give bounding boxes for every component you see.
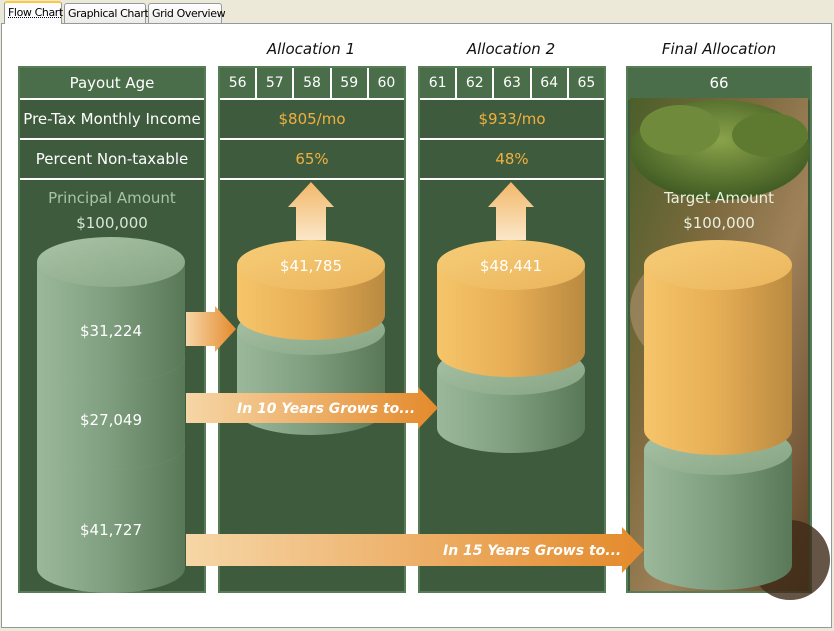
tab-graphical-chart[interactable]: Graphical Chart [64,3,149,24]
tab-flow-chart[interactable]: Flow Chart [4,1,63,24]
fifteen-years-arrow: In 15 Years Grows to... [186,527,644,573]
ten-years-arrow-label: In 10 Years Grows to... [237,401,415,417]
principal-segment-1-value: $31,224 [80,322,142,340]
pretax-income-label: Pre-Tax Monthly Income [20,100,204,140]
target-amount-value: $100,000 [683,214,755,232]
allocation2-cylinder-value: $48,441 [480,257,542,275]
principal-amount-title: Principal Amount [48,189,176,207]
allocation1-cylinder-value: $41,785 [280,257,342,275]
principal-segment-1 [37,237,185,382]
age-cell: 63 [494,68,532,98]
allocation1-income: $805/mo [220,100,404,140]
age-cell: 64 [532,68,569,98]
tab-graphical-chart-label: Graphical Chart [68,7,149,20]
age-cell: 65 [577,75,596,91]
age-cell: 58 [294,68,332,98]
allocation2-ages: 61 62 63 64 65 [420,68,604,100]
tab-strip: Flow Chart Graphical Chart Grid Overview [0,0,834,24]
allocation2-title: Allocation 2 [466,40,556,58]
allocation2-income: $933/mo [420,100,604,140]
allocation2-percent: 48% [420,140,604,180]
tab-grid-overview-label: Grid Overview [152,7,226,20]
age-cell: 62 [457,68,495,98]
target-amount-title: Target Amount [663,189,774,207]
final-cylinder [644,240,792,590]
age-cell: 59 [332,68,369,98]
final-allocation-title: Final Allocation [661,40,777,58]
age-cell: 61 [420,68,458,98]
payout-age-label: Payout Age [20,68,204,100]
short-right-arrow-icon [186,306,236,352]
percent-nontaxable-label: Percent Non-taxable [20,140,204,180]
fifteen-years-arrow-label: In 15 Years Grows to... [443,543,621,559]
allocation1-ages: 56 57 58 59 60 [220,68,404,100]
allocation2-cylinder [437,240,585,453]
principal-segment-3-value: $41,727 [80,521,142,539]
tab-flow-chart-label: Flow Chart [8,6,63,19]
principal-amount-value: $100,000 [76,214,148,232]
allocation1-up-arrow-icon [288,182,334,240]
allocation2-up-arrow-icon [488,182,534,240]
allocation1-title: Allocation 1 [266,40,356,58]
allocation1-percent: 65% [220,140,404,180]
principal-segment-2-value: $27,049 [80,411,142,429]
age-cell: 56 [220,68,258,98]
ten-years-arrow: In 10 Years Grows to... [186,387,438,429]
age-cell: 60 [377,75,396,91]
tab-grid-overview[interactable]: Grid Overview [148,3,226,24]
age-cell: 57 [257,68,295,98]
final-age: 66 [628,68,810,100]
